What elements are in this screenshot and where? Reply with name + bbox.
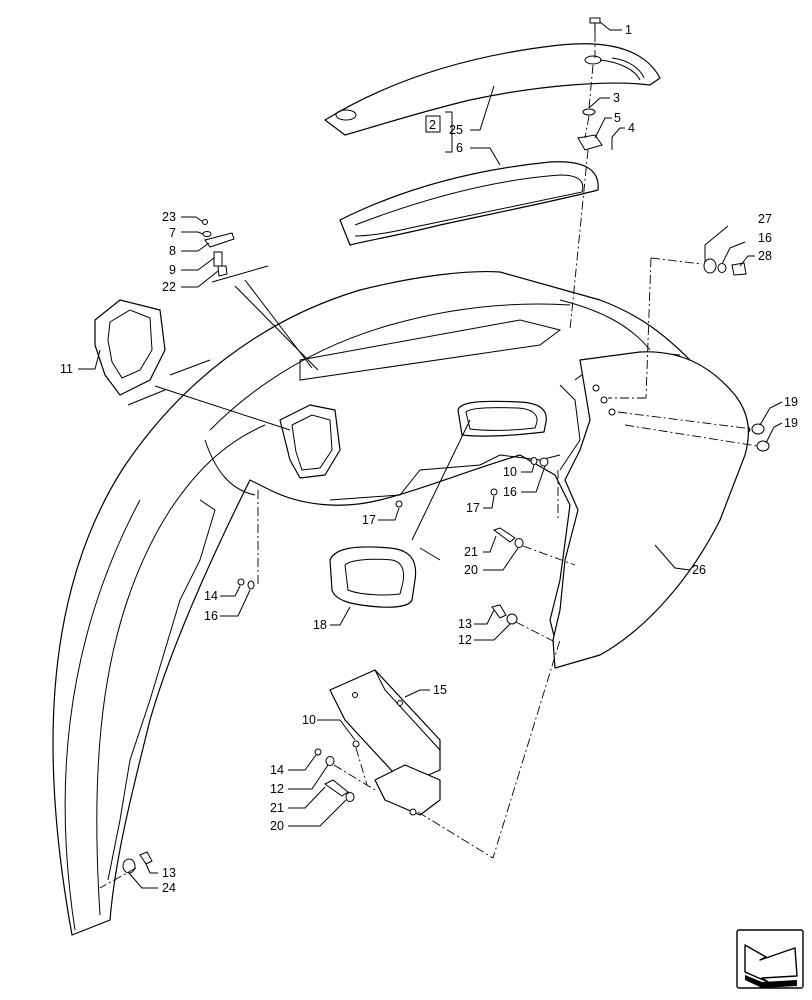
- callout-24: 24: [162, 881, 176, 895]
- callout-21-bracket: 21: [270, 801, 284, 815]
- fender-window: [457, 400, 547, 437]
- callout-22: 22: [162, 280, 176, 294]
- callout-20-bracket: 20: [270, 819, 284, 833]
- callout-13-bottom: 13: [162, 866, 176, 880]
- callout-5: 5: [614, 111, 621, 125]
- callout-7: 7: [169, 226, 176, 240]
- callout-28: 28: [758, 249, 772, 263]
- callout-26: 26: [692, 563, 706, 577]
- callout-labels: 1 3 5 4 2 25 6 23 7 8 9 22 27 16 28 11 1…: [60, 23, 798, 895]
- callout-25: 25: [449, 123, 463, 137]
- callout-20-mid: 20: [464, 563, 478, 577]
- callout-17-right: 17: [466, 501, 480, 515]
- callout-13-mid: 13: [458, 617, 472, 631]
- callout-27: 27: [758, 212, 772, 226]
- callout-14-bracket: 14: [270, 763, 284, 777]
- callout-12-bracket: 12: [270, 782, 284, 796]
- cover-gasket: [339, 161, 599, 246]
- leader-lines: [78, 21, 783, 889]
- handle-grip: [94, 299, 166, 396]
- callout-10-mid: 10: [503, 465, 517, 479]
- callout-6: 6: [456, 141, 463, 155]
- callout-12-mid: 12: [458, 633, 472, 647]
- callout-10-bracket: 10: [302, 713, 316, 727]
- alignment-lines: [99, 33, 758, 889]
- callout-2: 2: [429, 118, 436, 132]
- callout-14-left: 14: [204, 589, 218, 603]
- callout-9: 9: [169, 263, 176, 277]
- hardware: [122, 17, 770, 874]
- callout-3: 3: [613, 91, 620, 105]
- callout-19-lower: 19: [784, 416, 798, 430]
- handle-pocket: [279, 404, 341, 479]
- rubber-pad: [329, 546, 417, 608]
- section-lines: [127, 265, 471, 561]
- callout-1: 1: [625, 23, 632, 37]
- callout-15: 15: [433, 683, 447, 697]
- callout-4: 4: [628, 121, 635, 135]
- callout-17-left: 17: [362, 513, 376, 527]
- callout-16-left: 16: [204, 609, 218, 623]
- callout-16-top: 16: [758, 231, 772, 245]
- callout-11: 11: [60, 362, 73, 376]
- side-panel: [552, 351, 750, 669]
- callout-23: 23: [162, 210, 176, 224]
- callout-19-upper: 19: [784, 395, 798, 409]
- callout-16-mid: 16: [503, 485, 517, 499]
- callout-8: 8: [169, 244, 176, 258]
- callout-18: 18: [313, 618, 327, 632]
- mounting-bracket: [329, 669, 441, 816]
- callout-2-box: [425, 115, 441, 133]
- next-page-arrow-icon[interactable]: [736, 929, 804, 989]
- callout-21-mid: 21: [464, 545, 478, 559]
